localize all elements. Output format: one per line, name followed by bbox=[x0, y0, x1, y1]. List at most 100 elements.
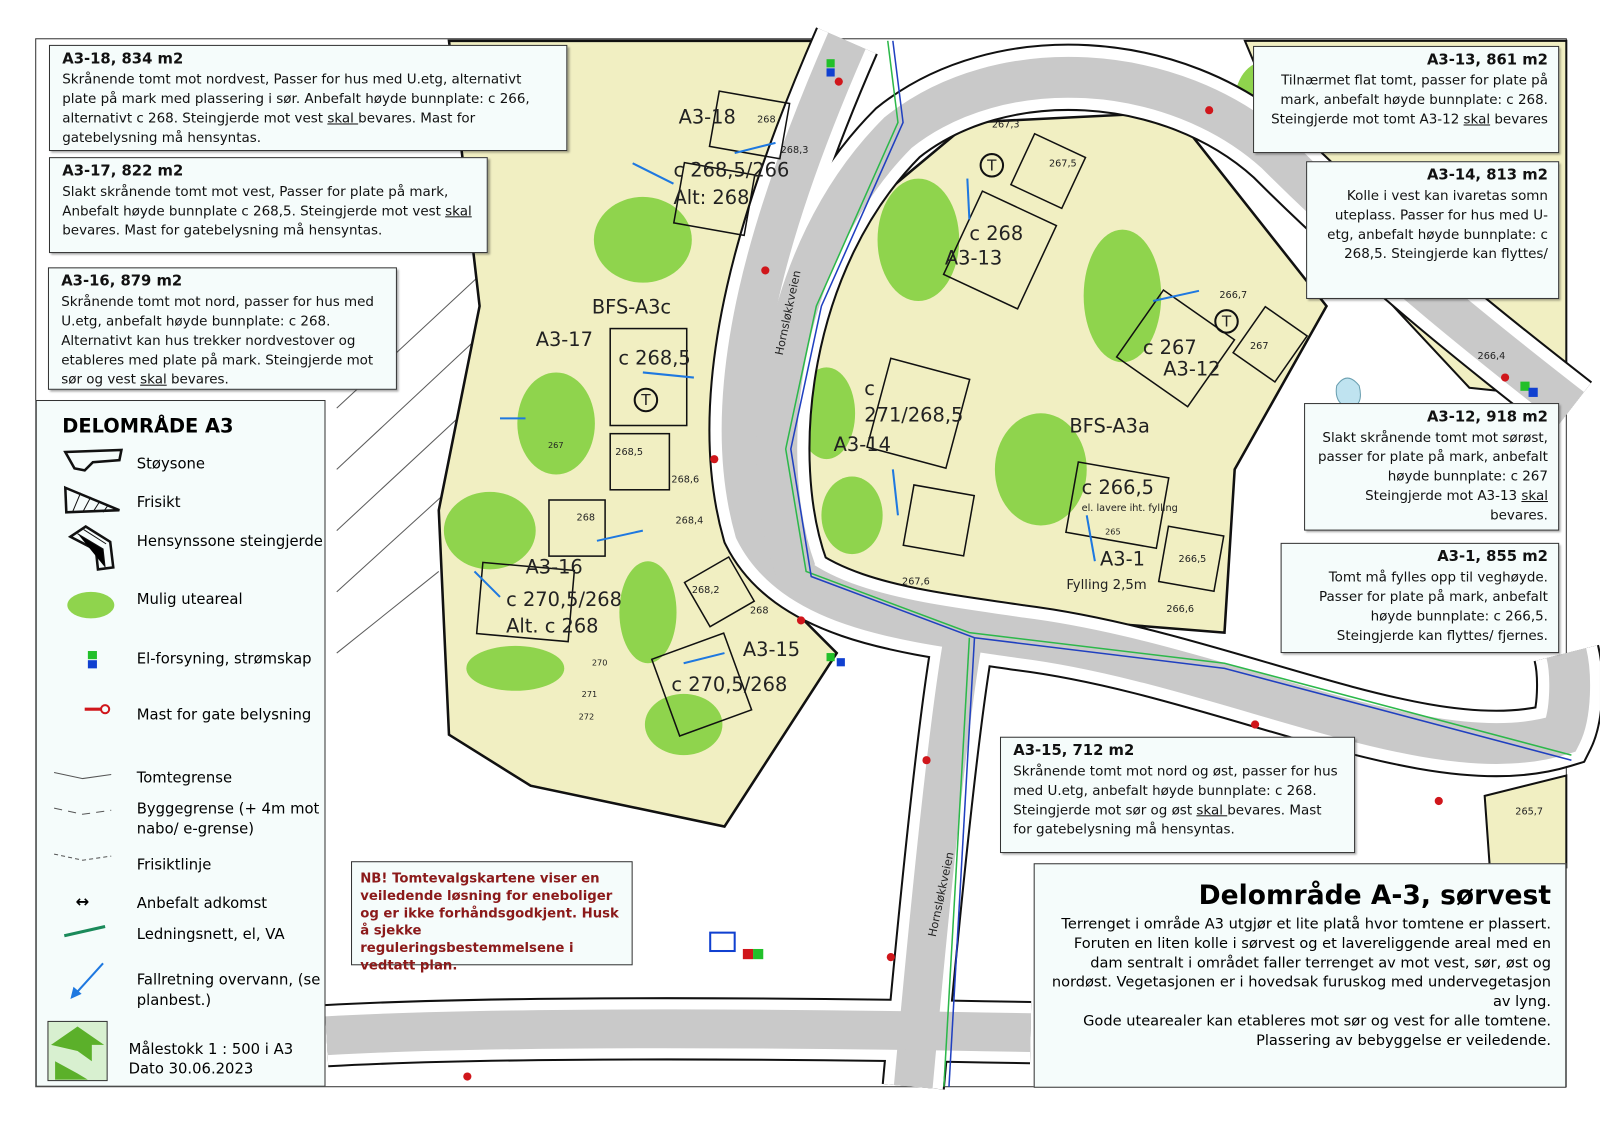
info-title: A3-17, 822 m2 bbox=[62, 163, 184, 180]
info-text-underlined: skal bbox=[327, 111, 359, 127]
description-body: Terrenget i område A3 utgjør et lite pla… bbox=[1051, 916, 1552, 1011]
info-text: Slakt skrånende tomt mot sørøst, passer … bbox=[1318, 430, 1548, 505]
legend-label: Fallretning overvann, (se planbest.) bbox=[136, 972, 321, 1010]
elevation: 268 bbox=[757, 114, 776, 126]
legend-label: Anbefalt adkomst bbox=[136, 895, 268, 913]
info-text-underlined: skal bbox=[1521, 488, 1548, 505]
info-text: bevares. bbox=[166, 372, 229, 388]
legend-label: Byggegrense (+ 4m mot nabo/ e-grense) bbox=[136, 801, 320, 838]
legend-label: Mast for gate belysning bbox=[136, 707, 312, 724]
sight-line-icon bbox=[53, 853, 112, 861]
street-light-icon bbox=[84, 704, 111, 715]
elevation: 268,6 bbox=[671, 474, 700, 486]
info-box-a3-14: A3-14, 813 m2 Kolle i vest kan ivaretas … bbox=[1306, 161, 1560, 299]
elevation: 267 bbox=[547, 440, 564, 450]
description-box: Delområde A-3, sørvest Terrenget i områd… bbox=[1033, 863, 1567, 1088]
zone-label: BFS-A3c bbox=[591, 295, 672, 319]
info-text-underlined: skal bbox=[1196, 803, 1228, 819]
info-box-a3-15: A3-15, 712 m2 Skrånende tomt mot nord og… bbox=[999, 736, 1356, 854]
notice-text: NB! Tomtevalgskartene viser en veiledend… bbox=[360, 871, 619, 974]
elevation: 268,2 bbox=[691, 584, 720, 596]
date-text: Dato 30.06.2023 bbox=[128, 1061, 254, 1078]
elevation: 266,7 bbox=[1219, 289, 1248, 302]
elevation: 272 bbox=[578, 712, 595, 722]
drainage-arrow-icon bbox=[70, 962, 104, 999]
info-text: bevares. bbox=[1490, 508, 1548, 524]
zone-label: BFS-A3a bbox=[1069, 415, 1150, 438]
building-line-icon bbox=[53, 807, 112, 815]
elevation: 265,7 bbox=[1515, 806, 1544, 818]
elevation: 268 bbox=[576, 512, 596, 524]
info-box-a3-18: A3-18, 834 m2 Skrånende tomt mot nordves… bbox=[48, 44, 568, 152]
height-label: c 268,5 bbox=[618, 346, 691, 370]
info-box-a3-1: A3-1, 855 m2 Tomt må fylles opp til vegh… bbox=[1280, 542, 1560, 654]
fill-note: el. lavere iht. fylling bbox=[1081, 503, 1178, 515]
elevation: 268,4 bbox=[675, 515, 704, 527]
info-text: Slakt skrånende tomt mot vest, Passer fo… bbox=[62, 184, 449, 220]
height-label: c 270,5/268 bbox=[671, 673, 788, 696]
plot-label: A3-18 bbox=[678, 106, 736, 129]
notice-box: NB! Tomtevalgskartene viser en veiledend… bbox=[351, 861, 633, 973]
height-label: Alt: 268 bbox=[673, 186, 750, 210]
power-cabinets bbox=[742, 59, 1538, 960]
plot-label: A3-1 bbox=[1099, 547, 1145, 571]
tree-symbol: T bbox=[633, 387, 659, 413]
info-title: A3-1, 855 m2 bbox=[1437, 548, 1548, 566]
info-title: A3-15, 712 m2 bbox=[1013, 742, 1135, 760]
fill-label: Fylling 2,5m bbox=[1066, 577, 1147, 593]
elevation: 267,3 bbox=[991, 119, 1020, 131]
info-text: bevares. Mast for gatebelysning må hensy… bbox=[62, 111, 476, 146]
info-text: Kolle i vest kan ivaretas somn uteplass.… bbox=[1327, 188, 1548, 263]
info-text-underlined: skal bbox=[1463, 112, 1491, 128]
plot-label: A3-16 bbox=[525, 556, 583, 579]
plot-label: A3-13 bbox=[944, 246, 1003, 270]
info-text: Skrånende tomt mot nord og øst, passer f… bbox=[1013, 764, 1338, 819]
elevation: 266,5 bbox=[1178, 554, 1207, 566]
legend-label: Tomtegrense bbox=[136, 770, 233, 787]
info-text: Tomt må fylles opp til veghøyde. Passer … bbox=[1319, 570, 1548, 644]
legend-label: Frisiktlinje bbox=[136, 857, 212, 874]
info-text-underlined: skal bbox=[140, 372, 167, 388]
info-text: Skrånende tomt mot nord, passer for hus … bbox=[61, 294, 374, 388]
info-box-a3-13: A3-13, 861 m2 Tilnærmet flat tomt, passe… bbox=[1253, 45, 1560, 154]
outdoor-area-icon bbox=[67, 591, 115, 619]
info-title: A3-16, 879 m2 bbox=[61, 273, 183, 290]
height-label: c 267 bbox=[1142, 336, 1197, 360]
elevation: 266,4 bbox=[1477, 351, 1506, 363]
elevation: 268,3 bbox=[780, 144, 809, 157]
info-box-a3-12: A3-12, 918 m2 Slakt skrånende tomt mot s… bbox=[1304, 403, 1560, 531]
sight-triangle-icon bbox=[63, 485, 120, 514]
description-title: Delområde A-3, sørvest bbox=[1198, 880, 1552, 912]
noise-zone-icon bbox=[63, 448, 123, 472]
info-text: Tilnærmet flat tomt, passer for plate på… bbox=[1271, 73, 1548, 128]
legend-label: Frisikt bbox=[136, 494, 181, 512]
height-label: c 266,5 bbox=[1081, 476, 1154, 499]
info-text: bevares. Mast for gatebelysning må hensy… bbox=[1013, 803, 1322, 838]
plot-label: A3-17 bbox=[535, 328, 593, 352]
elevation: 268 bbox=[749, 605, 769, 617]
legend-label: El-forsyning, strømskap bbox=[136, 651, 312, 668]
elevation: 265 bbox=[1105, 527, 1121, 537]
building-footprints bbox=[475, 90, 1309, 737]
info-text-underlined: skal bbox=[445, 204, 472, 220]
utility-line-icon bbox=[63, 925, 106, 938]
legend-label: Hensynssone steingjerde bbox=[136, 533, 323, 550]
north-arrow-icon bbox=[47, 1020, 108, 1082]
elevation: 267,6 bbox=[902, 576, 930, 588]
height-label: Alt. c 268 bbox=[506, 615, 599, 638]
info-box-a3-17: A3-17, 822 m2 Slakt skrånende tomt mot v… bbox=[48, 157, 488, 254]
elevation: 271 bbox=[581, 689, 598, 699]
tree-symbol: T bbox=[1214, 309, 1239, 334]
info-title: A3-14, 813 m2 bbox=[1426, 167, 1548, 184]
plot-boundary-icon bbox=[53, 771, 112, 780]
height-label: 271/268,5 bbox=[864, 404, 964, 427]
legend-label: Mulig uteareal bbox=[136, 591, 243, 609]
plot-label: A3-15 bbox=[742, 638, 801, 662]
height-label: c 268 bbox=[969, 222, 1024, 245]
pond bbox=[1335, 377, 1361, 409]
utility-network bbox=[784, 40, 1572, 1087]
power-cabinet-icon bbox=[87, 651, 97, 669]
elevation: 270 bbox=[591, 658, 608, 668]
stone-wall-zone-icon bbox=[67, 525, 115, 571]
tree-symbol: T bbox=[979, 153, 1005, 178]
